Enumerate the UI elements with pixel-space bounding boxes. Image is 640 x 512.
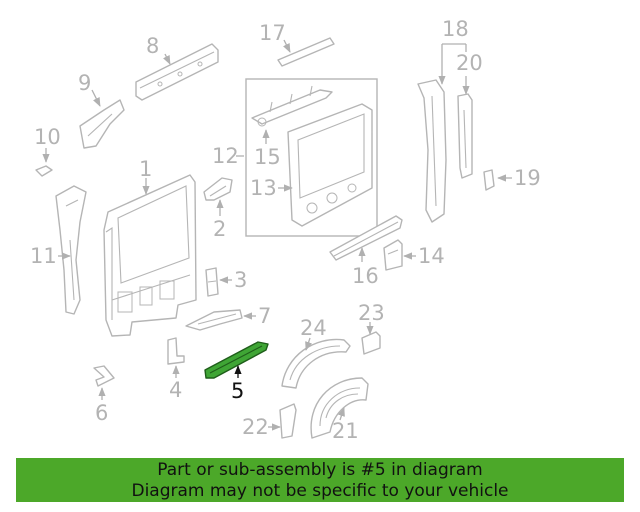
callout-2: 2: [213, 217, 226, 241]
callout-9: 9: [78, 71, 91, 95]
part-1-side-panel: [103, 174, 197, 337]
banner-line-2: Diagram may not be specific to your vehi…: [131, 481, 509, 501]
callout-22: 22: [242, 415, 269, 439]
callout-17: 17: [259, 21, 286, 45]
part-20-strip: [457, 93, 473, 179]
leader-17: [283, 39, 291, 53]
part-9-pillar-bracket: [79, 99, 125, 149]
part-7-bracket: [185, 309, 243, 331]
callout-21: 21: [332, 419, 359, 443]
callout-15: 15: [254, 145, 281, 169]
part-19-clip: [483, 169, 495, 191]
callout-1: 1: [139, 157, 152, 181]
callout-24: 24: [300, 316, 327, 340]
part-14-bracket: [383, 239, 403, 271]
info-banner: Part or sub-assembly is #5 in diagram Di…: [16, 458, 624, 502]
callout-7: 7: [258, 304, 271, 328]
callout-13: 13: [250, 176, 277, 200]
part-15-brackets: [251, 85, 333, 127]
callout-23: 23: [358, 301, 385, 325]
callout-19: 19: [514, 166, 541, 190]
group-12-box: [245, 78, 378, 237]
part-24-wheel-arch: [281, 338, 351, 389]
part-4-bracket: [167, 337, 185, 365]
part-18-pillar: [417, 79, 447, 223]
leader-21: [337, 407, 345, 421]
part-3-bracket: [205, 267, 219, 297]
part-2-bracket: [203, 177, 233, 201]
part-8-rail: [135, 43, 219, 101]
part-11-pillar: [55, 185, 87, 315]
part-5-reinforcement: [204, 341, 269, 379]
callout-18: 18: [442, 17, 469, 41]
callout-11: 11: [30, 244, 57, 268]
callout-4: 4: [169, 378, 182, 402]
callout-14: 14: [418, 244, 445, 268]
callout-12: 12: [212, 144, 239, 168]
part-16-rail: [329, 215, 403, 261]
callout-3: 3: [234, 268, 247, 292]
part-17-rail: [277, 37, 335, 67]
banner-line-1: Part or sub-assembly is #5 in diagram: [157, 460, 483, 480]
part-22-bracket: [279, 403, 297, 439]
callout-6: 6: [95, 401, 108, 425]
callout-16: 16: [352, 264, 379, 288]
parts-diagram: 1 2 3 4 5 6 7 8: [30, 17, 541, 443]
part-23-bracket: [361, 331, 381, 355]
leader-24: [305, 337, 313, 351]
callout-20: 20: [456, 51, 483, 75]
part-6-clip: [93, 365, 115, 387]
callout-5: 5: [231, 379, 244, 403]
part-13-window-frame: [287, 103, 373, 227]
part-10-clip: [35, 165, 53, 177]
callout-8: 8: [146, 34, 159, 58]
callout-10: 10: [34, 125, 61, 149]
leader-9: [91, 89, 101, 107]
leader-8: [163, 53, 171, 65]
